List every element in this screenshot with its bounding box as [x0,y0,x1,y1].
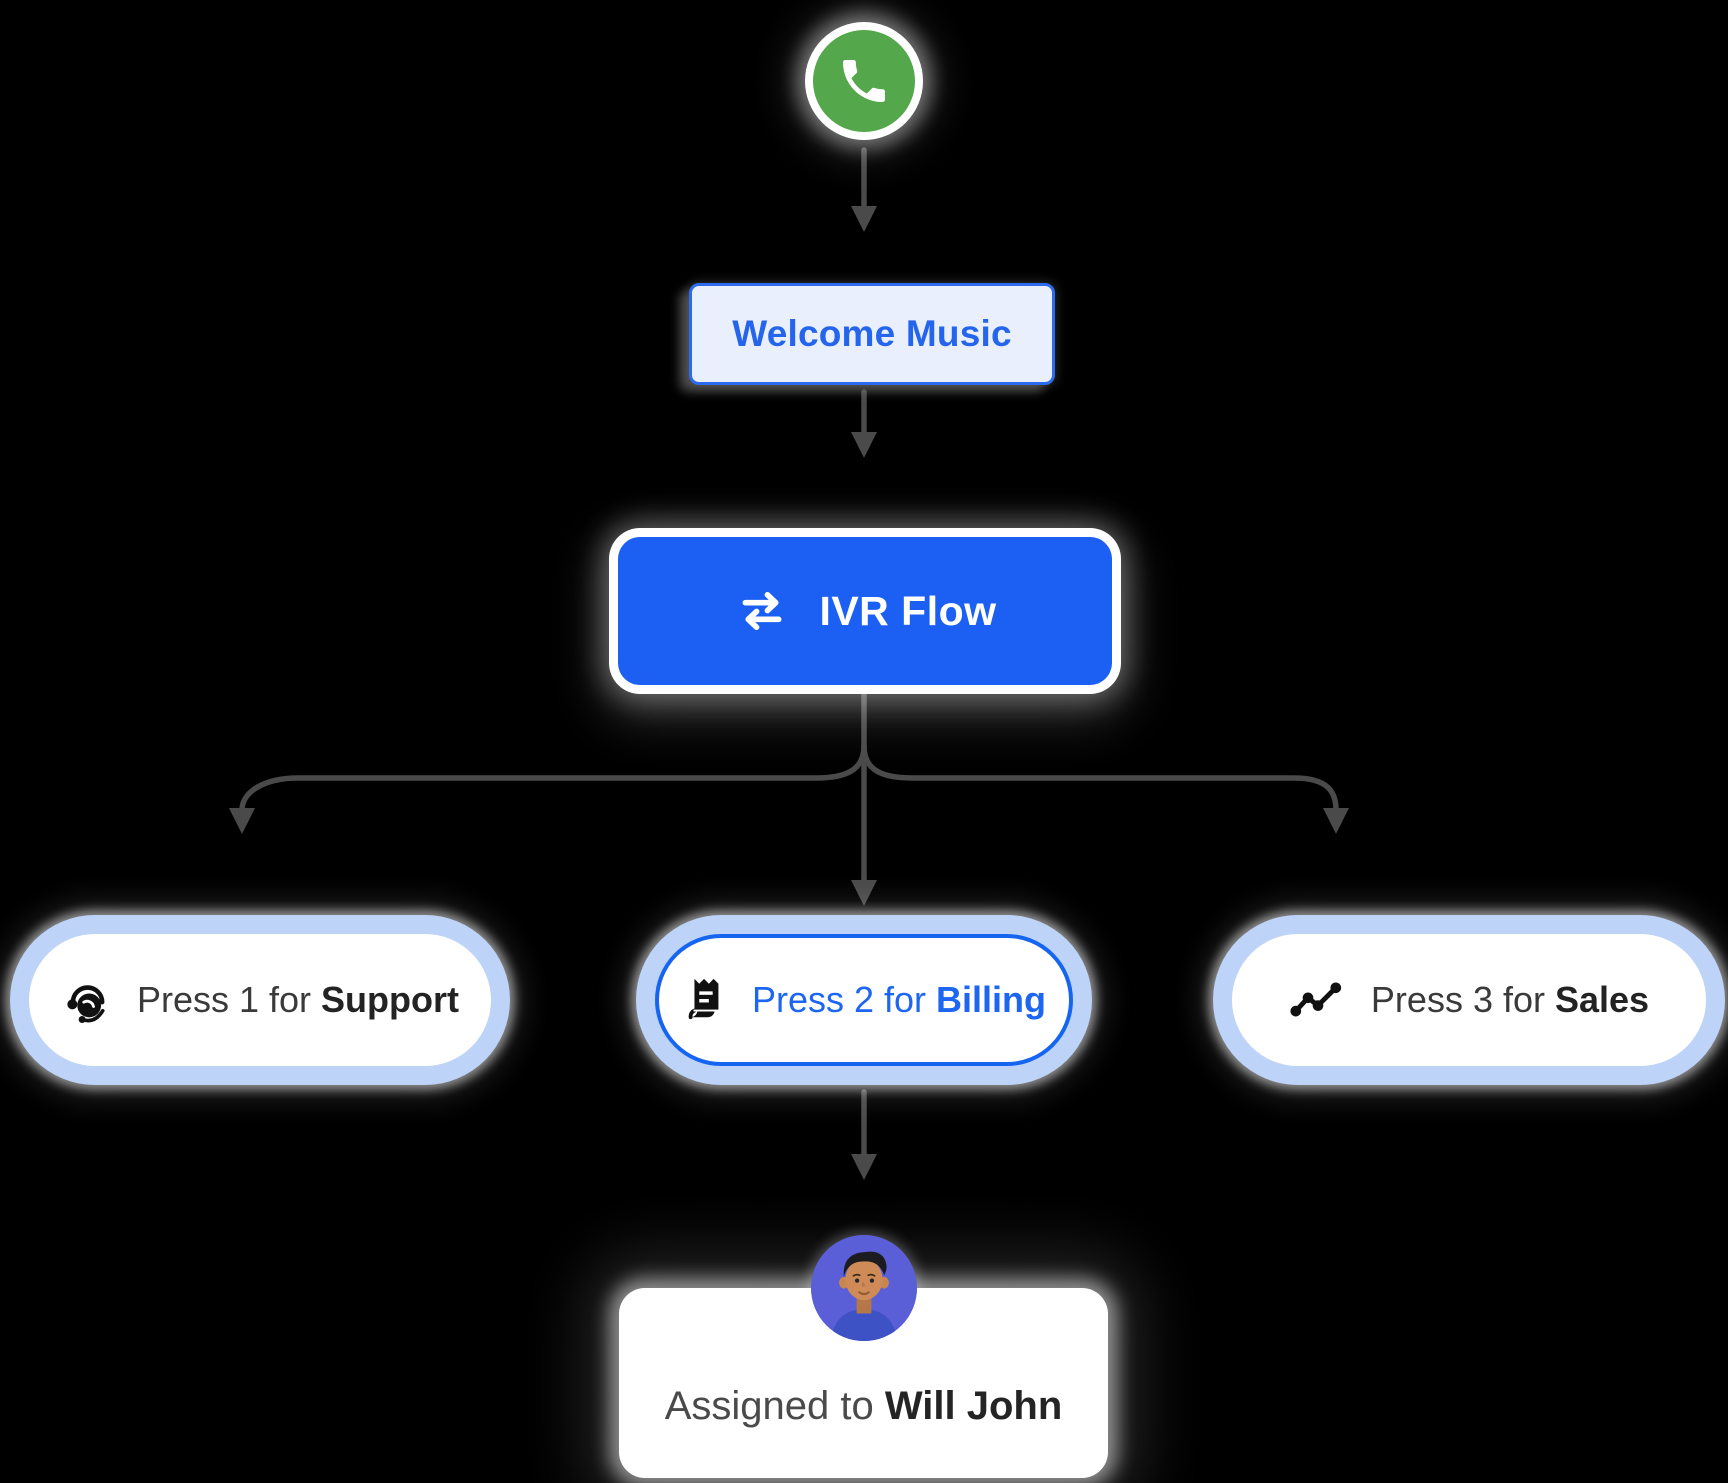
branch-support-label: Press 1 for Support [136,979,460,1020]
connector-ivr-to-sales [861,743,1339,813]
branch-billing-inner: Press 2 for Billing [655,934,1073,1066]
branch-sales-node[interactable]: Press 3 for Sales [1213,915,1725,1085]
receipt-icon [688,978,720,1020]
ivr-flow-node[interactable]: IVR Flow [618,537,1112,685]
will-john-avatar [811,1235,917,1341]
avatar-illustration [811,1235,917,1341]
branch-billing-label: Press 2 for Billing [751,979,1047,1020]
welcome-music-node[interactable]: Welcome Music [689,283,1055,385]
branch-sales-label: Press 3 for Sales [1370,979,1650,1020]
call-node-circle [813,30,915,132]
incoming-call-node[interactable] [805,22,923,140]
assignment-label: Assigned to Will John [664,1384,1063,1428]
welcome-music-label: Welcome Music [732,313,1012,354]
trend-icon [1290,982,1342,1017]
ivr-flow-label: IVR Flow [819,587,997,634]
transfer-icon [742,591,782,631]
branch-support-node[interactable]: Press 1 for Support [10,915,510,1085]
branch-billing-node[interactable]: Press 2 for Billing [636,915,1092,1085]
phone-icon [843,60,885,102]
headset-icon [67,985,105,1023]
branch-sales-inner: Press 3 for Sales [1232,934,1706,1066]
connector-ivr-to-support [239,743,867,813]
branch-support-inner: Press 1 for Support [29,934,491,1066]
